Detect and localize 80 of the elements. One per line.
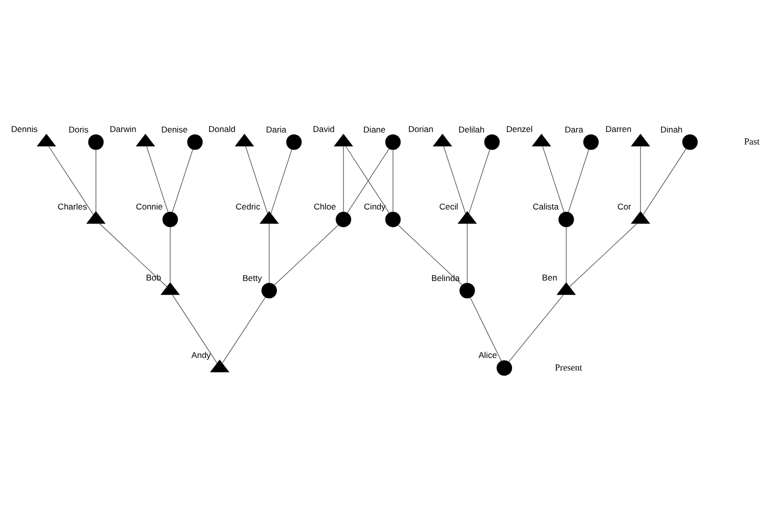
connector [245,146,268,214]
node-circle [261,282,277,298]
node-circle [459,282,475,298]
node-circle [162,212,178,228]
node-label: Cecil [439,201,458,212]
node-circle [187,134,203,150]
node-label: Cor [617,201,632,212]
connector [222,296,266,364]
node-triangle [36,134,56,146]
node-triangle [432,134,452,146]
node-triangle [532,134,552,146]
label: Past [744,138,760,148]
connector [268,223,270,284]
connector [270,149,292,214]
connector [172,294,218,364]
connector [172,149,194,213]
node-label: Dorian [408,124,434,134]
node-triangle [210,360,230,372]
connector [640,146,641,212]
node-label: Diane [363,124,386,134]
node-label: Donald [208,124,236,134]
node-label: Dennis [11,124,38,134]
node-triangle [260,211,279,224]
node-label: Delilah [458,124,484,134]
connector [468,149,490,214]
connector [470,297,502,362]
connector [48,146,94,216]
node-circle [583,134,599,150]
node-circle [496,360,512,376]
node-label: Charles [58,201,87,212]
connector [568,149,590,213]
node-label: Betty [242,272,262,283]
node-label: Dinah [660,124,683,134]
node-label: Ben [542,272,558,282]
connector [443,146,466,214]
connector [566,226,567,284]
node-circle [385,212,401,228]
node-circle [484,134,500,150]
connector [542,146,564,213]
node-circle [682,134,698,150]
node-triangle [556,282,576,295]
node-label: Daria [266,124,286,134]
node-label: Denzel [506,124,533,134]
node-triangle [334,134,354,146]
connector [392,149,394,212]
node-triangle [458,211,477,224]
node-label: Calista [532,202,559,212]
connector [466,223,468,284]
node-label: Alice [478,350,497,360]
connector [569,223,638,287]
node-label: Doris [68,124,88,134]
node-circle [88,134,104,150]
node-triangle [86,211,106,224]
node-label: Cedric [236,201,260,212]
node-circle [286,134,302,150]
label: Present [554,363,582,374]
connector [642,148,687,216]
connector [146,146,168,213]
node-label: Andy [191,350,211,360]
node-circle [336,212,352,228]
connector [274,224,339,286]
connector [343,146,344,212]
connector [398,224,462,286]
node-label: Connie [136,202,163,212]
node-triangle [136,134,156,146]
connector [508,294,564,362]
node-circle [558,212,574,228]
node-label: Darren [605,124,632,134]
node-circle [385,134,401,150]
node-label: Dara [564,124,584,134]
node-label: David [312,124,335,134]
node-triangle [234,134,254,146]
node-label: Denise [161,124,188,134]
node-label: Cindy [364,202,386,212]
node-label: Darwin [110,124,136,134]
node-triangle [160,282,180,295]
node-label: Chloe [314,202,336,212]
connector [99,223,168,287]
node-triangle [630,211,650,224]
node-triangle [630,134,650,146]
